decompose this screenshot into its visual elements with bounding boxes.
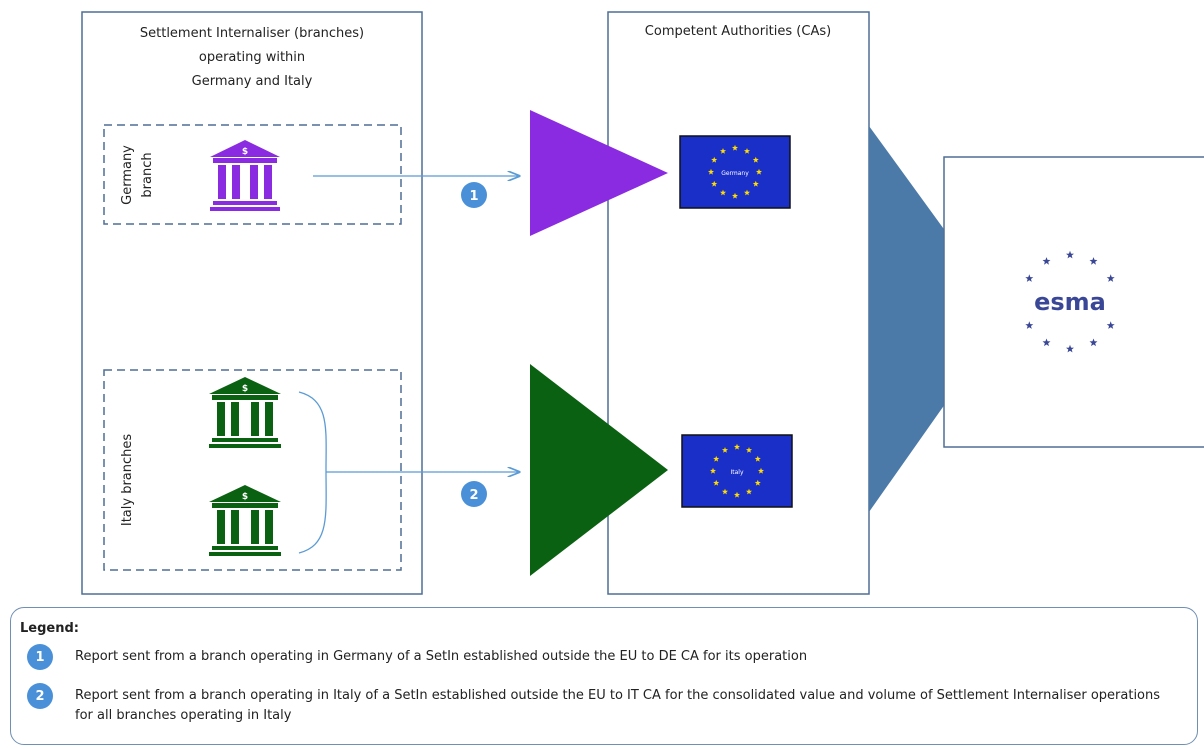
star-icon (1106, 274, 1115, 282)
star-icon (709, 467, 717, 474)
star-icon (1066, 250, 1074, 259)
bank-dollar-icon: $ (209, 485, 281, 556)
italy-branches-brace (298, 391, 327, 554)
germany-branch-label-line-1: Germany (120, 145, 135, 205)
star-icon (721, 447, 729, 453)
legend-item: 2 Report sent from a branch operating in… (27, 683, 1165, 726)
star-icon (1025, 274, 1034, 282)
left-panel-title-line-3: Germany and Italy (192, 74, 313, 89)
germany-branch-group (103, 124, 402, 225)
star-icon (743, 189, 751, 196)
esma-arrow (869, 126, 1007, 512)
legend: Legend: 1 Report sent from a branch oper… (10, 607, 1198, 745)
star-icon (733, 443, 741, 450)
star-icon (1042, 257, 1051, 265)
step-1-number: 1 (469, 189, 478, 204)
star-icon (731, 144, 739, 151)
germany-branch-label-line-2: branch (140, 152, 155, 197)
germany-flag-label: Germany (721, 170, 749, 177)
legend-badge-2: 2 (27, 683, 53, 709)
legend-item: 1 Report sent from a branch operating in… (27, 644, 1165, 670)
bank-dollar-icon: $ (210, 140, 280, 211)
star-icon (721, 488, 729, 495)
italy-branches-group (103, 369, 402, 571)
star-icon (707, 168, 715, 175)
star-icon (713, 455, 720, 462)
star-icon (755, 168, 763, 175)
star-icon (1089, 338, 1098, 347)
star-icon (719, 189, 727, 196)
settlement-reporting-diagram: Settlement Internaliser (branches) opera… (81, 11, 1204, 595)
left-panel-title-line-2: operating within (199, 50, 305, 65)
star-icon (731, 192, 739, 199)
svg-text:$: $ (242, 492, 248, 502)
germany-chevron-arrow (530, 110, 668, 236)
italy-chevron-arrow (530, 364, 668, 576)
star-icon (757, 467, 765, 474)
germany-eu-flag-icon: Germany (679, 135, 791, 209)
star-icon (713, 479, 720, 486)
legend-text-2: Report sent from a branch operating in I… (75, 688, 1161, 723)
star-icon (1089, 257, 1098, 265)
star-icon (743, 148, 751, 154)
step-2-number: 2 (469, 488, 478, 503)
star-icon (1106, 321, 1115, 329)
star-icon (711, 156, 718, 163)
svg-text:$: $ (242, 384, 248, 394)
legend-text-1: Report sent from a branch operating in G… (75, 649, 808, 664)
bank-dollar-icon: $ (209, 377, 281, 448)
italy-branches-label: Italy branches (120, 434, 135, 527)
star-icon (733, 491, 741, 498)
star-icon (754, 455, 761, 462)
star-icon (711, 180, 718, 187)
star-icon (752, 180, 759, 187)
italy-eu-flag-icon: Italy (681, 434, 793, 508)
star-icon (1025, 321, 1034, 329)
esma-panel (943, 156, 1204, 448)
star-icon (1066, 344, 1074, 353)
star-icon (1042, 338, 1051, 347)
step-1-badge (461, 182, 487, 208)
svg-text:$: $ (242, 147, 248, 157)
star-icon (752, 156, 759, 163)
star-icon (745, 488, 753, 495)
competent-authorities-title: Competent Authorities (CAs) (645, 24, 831, 39)
left-panel-title-line-1: Settlement Internaliser (branches) (140, 26, 364, 41)
legend-badge-1: 1 (27, 644, 53, 670)
esma-logo: esma (1025, 250, 1115, 353)
step-2-badge (461, 481, 487, 507)
star-icon (745, 447, 753, 453)
italy-flag-label: Italy (730, 469, 743, 476)
legend-title: Legend: (20, 621, 79, 636)
star-icon (754, 479, 761, 486)
esma-logo-text: esma (1034, 288, 1106, 316)
star-icon (719, 148, 727, 154)
